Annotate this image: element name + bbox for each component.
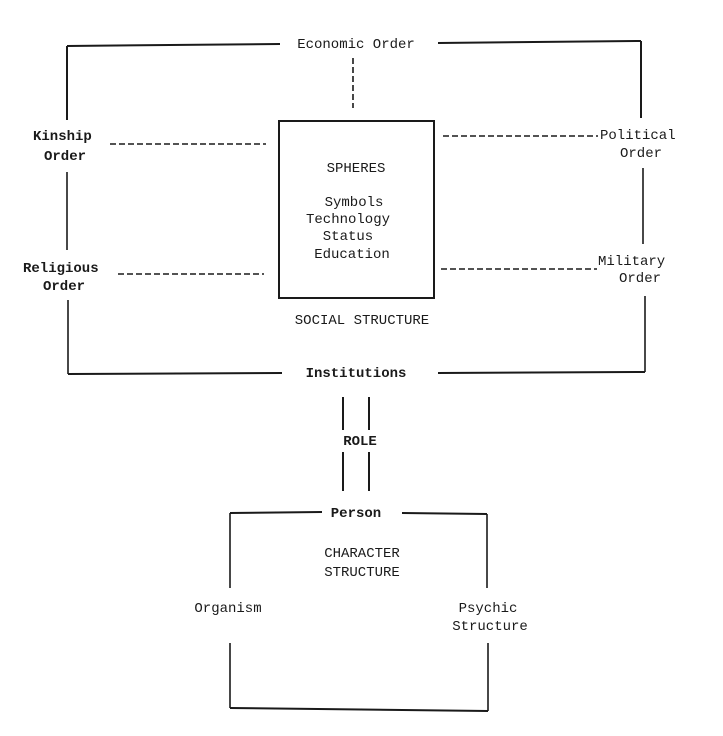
character-structure-title-line2: STRUCTURE <box>324 565 400 581</box>
spheres-title: SPHERES <box>327 161 386 177</box>
sphere-item: Symbols <box>325 195 384 211</box>
religious-order-label-line1: Religious <box>23 261 99 277</box>
person-label: Person <box>331 506 381 522</box>
military-order-label-line1: Military <box>598 254 665 270</box>
military-order-label-line2: Order <box>619 271 661 287</box>
role-link <box>342 397 370 491</box>
role-label: ROLE <box>343 434 377 450</box>
character-structure-frame <box>229 511 489 712</box>
kinship-order-label-line1: Kinship <box>33 129 92 145</box>
spheres-box <box>278 120 435 299</box>
social-structure-caption: SOCIAL STRUCTURE <box>295 313 429 329</box>
frame-top-left-line <box>66 43 281 47</box>
frame-top-right-line <box>437 40 642 44</box>
psychic-structure-label-line1: Psychic <box>459 601 518 617</box>
economic-order-label: Economic Order <box>297 37 415 53</box>
frame-bottom-right-line <box>437 371 646 374</box>
kinship-order-label-line2: Order <box>44 149 86 165</box>
institutions-frame <box>66 40 646 375</box>
sphere-item: Status <box>323 229 373 245</box>
char-frame-bottom <box>229 707 489 712</box>
char-frame-top-left <box>229 511 323 514</box>
sphere-item: Education <box>314 247 390 263</box>
political-order-label-line1: Political <box>600 128 676 144</box>
frame-bottom-left-line <box>67 372 283 375</box>
sphere-item: Technology <box>306 212 390 228</box>
character-structure-title-line1: CHARACTER <box>324 546 400 562</box>
organism-label: Organism <box>194 601 261 617</box>
political-order-label-line2: Order <box>620 146 662 162</box>
char-frame-top-right <box>401 512 488 515</box>
religious-order-label-line2: Order <box>43 279 85 295</box>
institutions-label: Institutions <box>306 366 407 382</box>
psychic-structure-label-line2: Structure <box>452 619 528 635</box>
